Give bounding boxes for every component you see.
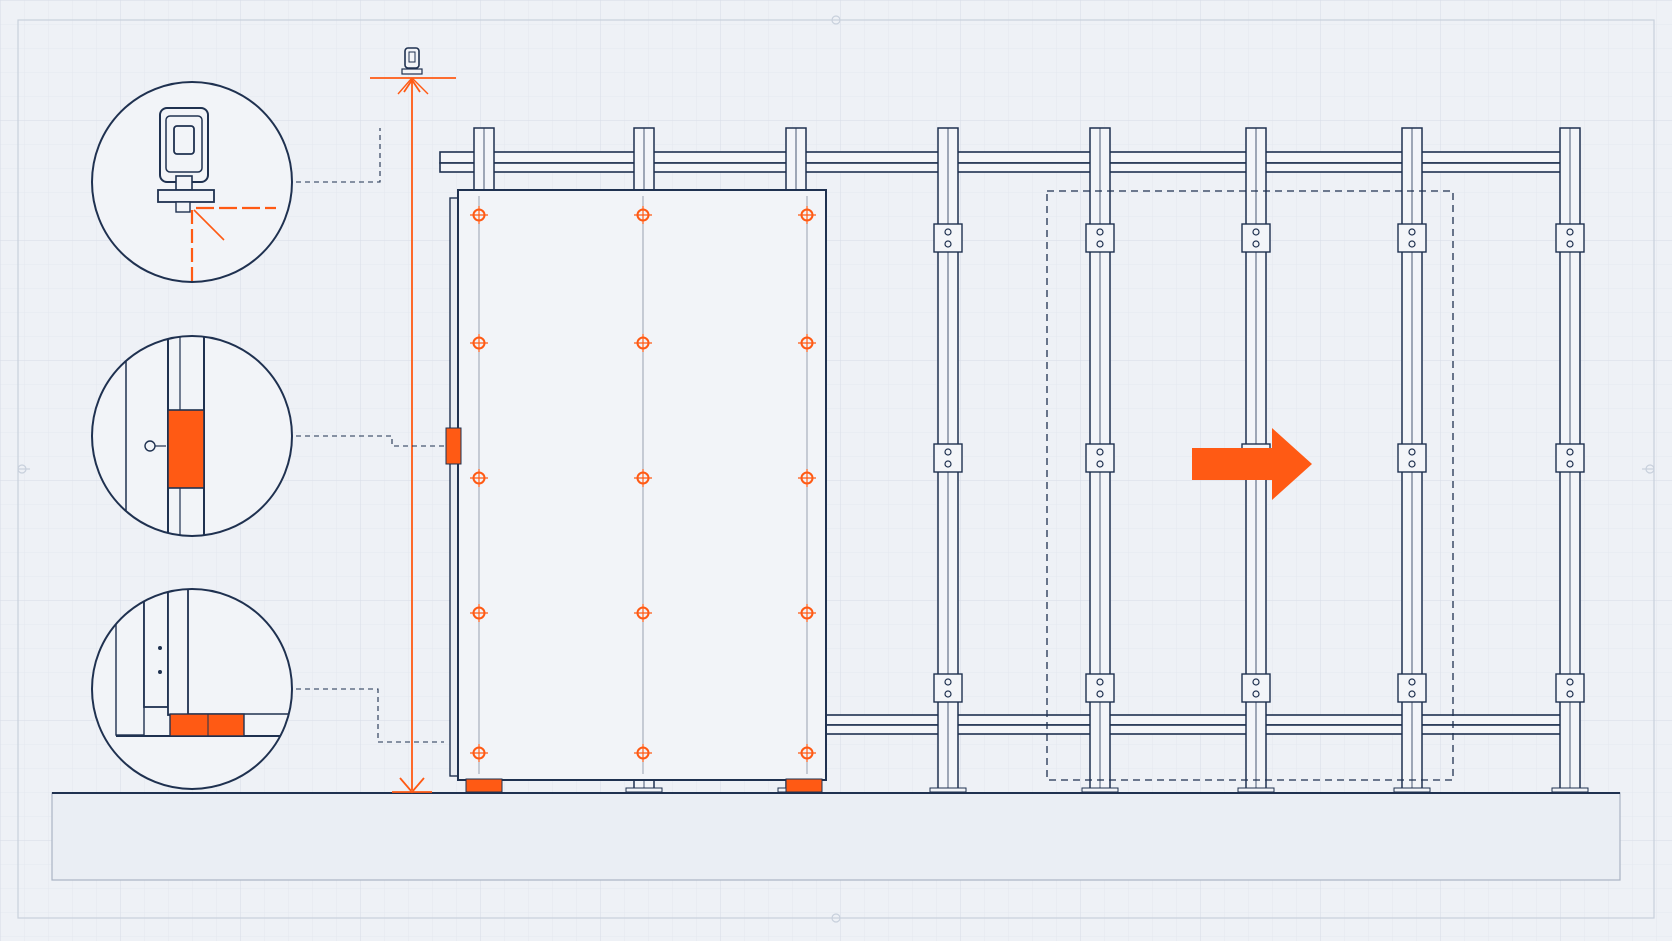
edge-spacer-block — [445, 427, 462, 465]
panel-edge — [449, 197, 459, 777]
screw-mark — [798, 744, 816, 762]
spacer-block-icon — [167, 409, 205, 489]
stud-bracket — [1241, 223, 1271, 253]
stud-bracket — [1085, 673, 1115, 703]
drawing-frame — [17, 15, 1655, 923]
bottom-rail-lower — [825, 724, 1563, 735]
laser-level — [370, 47, 456, 95]
stud — [1551, 127, 1589, 793]
screw-mark — [470, 206, 488, 224]
stud-bracket — [1241, 673, 1271, 703]
screw-marks — [470, 196, 816, 774]
stud-bracket — [1555, 443, 1585, 473]
laser-level-detail — [91, 81, 293, 283]
shim-block-icon — [169, 713, 245, 737]
height-dimension — [392, 78, 432, 794]
stud-bracket — [933, 443, 963, 473]
screw-mark — [634, 334, 652, 352]
screw-mark — [470, 334, 488, 352]
floor-slab — [51, 792, 1621, 881]
stud-bracket — [933, 673, 963, 703]
stud — [929, 127, 967, 793]
bottom-rail — [825, 714, 1563, 726]
installed-panel — [445, 189, 827, 793]
screw-mark — [798, 206, 816, 224]
floor-shim-detail — [91, 588, 293, 790]
top-rail-lower — [439, 162, 1563, 173]
stud-bracket — [1085, 223, 1115, 253]
screw-mark — [798, 469, 816, 487]
drywall-panel — [457, 189, 827, 781]
screw-mark — [798, 334, 816, 352]
laser-level-icon — [404, 47, 420, 69]
floor-shim-right — [785, 778, 823, 793]
screw-mark — [798, 604, 816, 622]
callout-leaders — [296, 128, 446, 743]
stud-bracket — [1397, 673, 1427, 703]
screw-mark — [634, 604, 652, 622]
screw-mark — [470, 469, 488, 487]
screw-mark — [470, 604, 488, 622]
stud-bracket — [1085, 443, 1115, 473]
stud-bracket — [1397, 443, 1427, 473]
next-panel-outline — [1046, 190, 1454, 781]
screw-mark — [470, 744, 488, 762]
arrow-right-icon — [1192, 428, 1312, 500]
screw-mark — [634, 206, 652, 224]
stud — [1081, 127, 1119, 793]
top-rail — [439, 151, 1563, 164]
screw-mark — [634, 469, 652, 487]
stud-bracket — [1555, 673, 1585, 703]
stud — [1393, 127, 1431, 793]
edge-spacer-detail — [91, 335, 293, 537]
screw-mark — [634, 744, 652, 762]
stud-bracket — [1555, 223, 1585, 253]
stud-bracket — [1397, 223, 1427, 253]
floor-shim-left — [465, 778, 503, 793]
stud-bracket — [933, 223, 963, 253]
